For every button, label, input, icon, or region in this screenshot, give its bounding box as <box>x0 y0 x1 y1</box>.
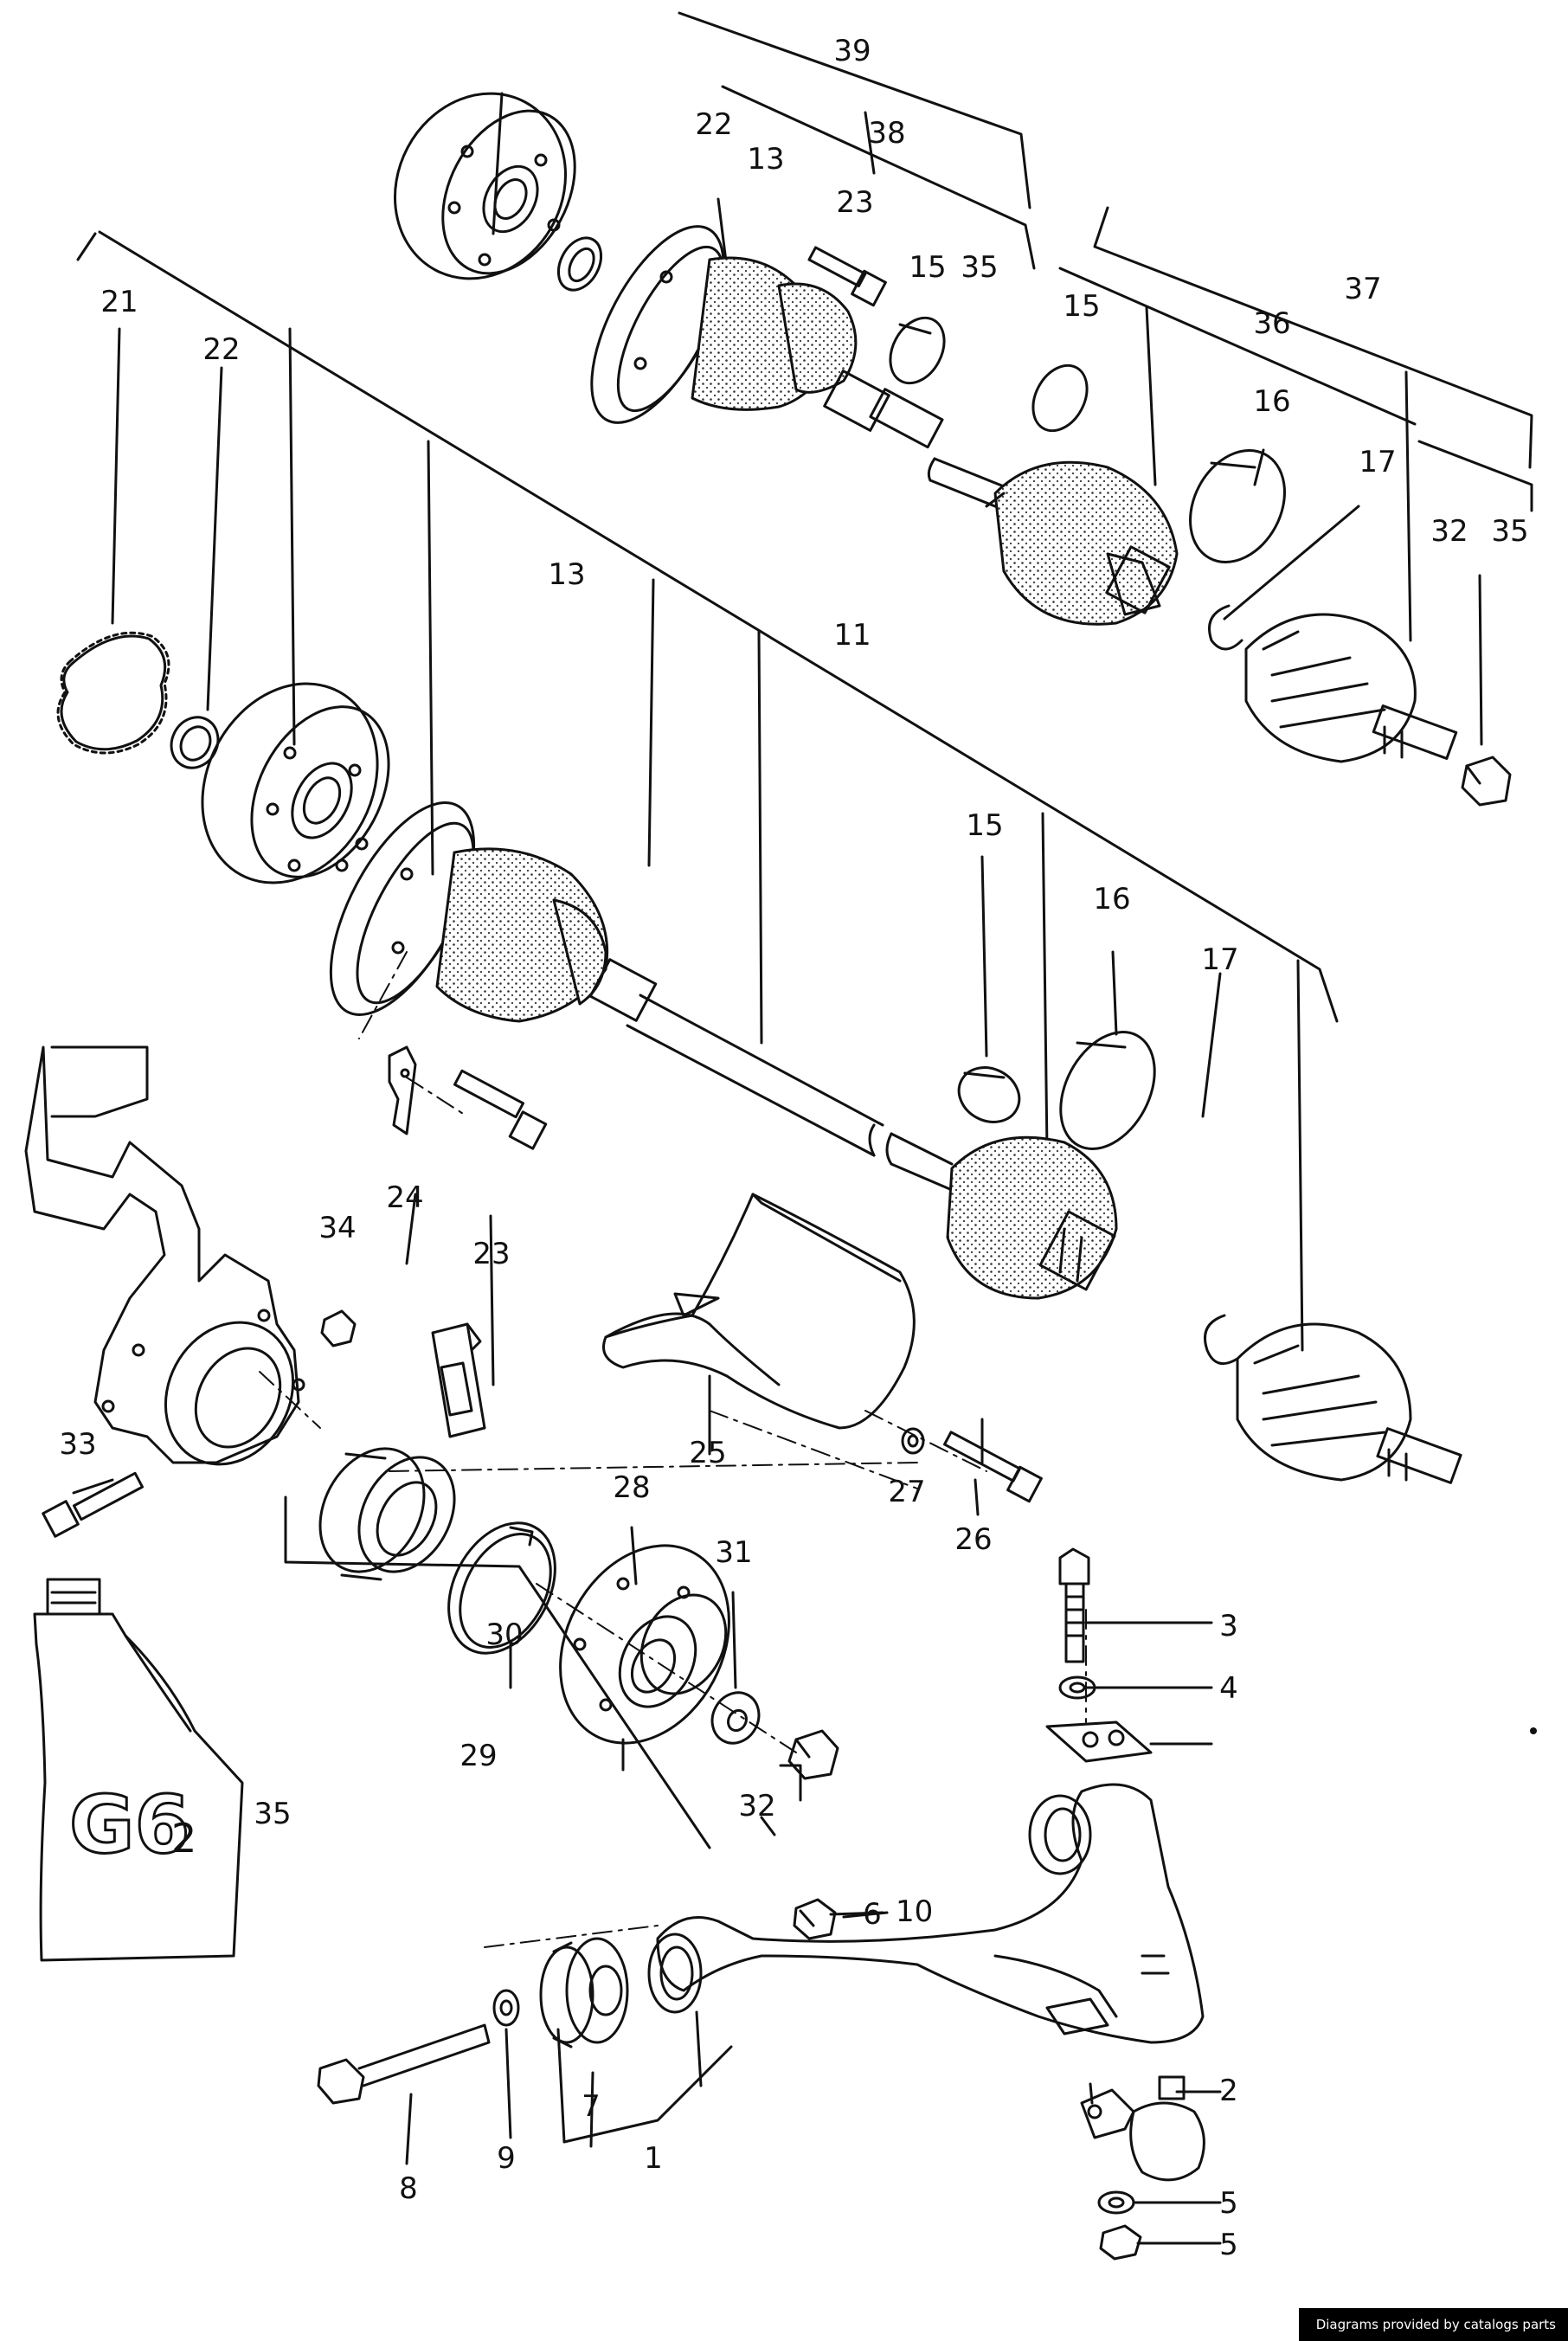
upper-cv-joint-flange <box>393 92 576 280</box>
callout-label: 30 <box>485 1617 523 1652</box>
upper-inner-boot <box>590 225 944 449</box>
callout-label: 6 <box>863 1897 882 1932</box>
grease-tube <box>33 1578 244 1962</box>
callout-label: 23 <box>472 1237 510 1271</box>
upper-outer-joint <box>1244 613 1458 763</box>
upper-bolt-23 <box>807 246 887 307</box>
callout-label: 23 <box>836 185 873 220</box>
gasket-21 <box>56 631 170 755</box>
callout-label: 38 <box>868 116 905 151</box>
dot-mark <box>1530 1727 1537 1734</box>
callout-label: 15 <box>966 808 1003 843</box>
callout-label: 32 <box>1430 514 1468 549</box>
callout-label: 26 <box>954 1522 992 1557</box>
callout-label: 4 <box>1219 1671 1238 1706</box>
callout-label: 5 <box>1219 2186 1238 2221</box>
circlip-17 <box>1204 1314 1239 1366</box>
upper-clamp-15b <box>1031 363 1089 433</box>
grease-sachet <box>431 1322 486 1438</box>
callout-label: 32 <box>738 1789 775 1823</box>
washer-31 <box>710 1691 761 1745</box>
callout-label: 13 <box>747 142 784 177</box>
callout-label: 21 <box>100 285 138 319</box>
nut-10 <box>793 1898 837 1940</box>
plate-3 <box>1045 1720 1153 1763</box>
callout-label: 5 <box>1219 2228 1238 2262</box>
callout-label: 35 <box>961 250 998 285</box>
callout-label: 13 <box>548 557 585 592</box>
wheel-bearing-housing <box>24 1045 305 1466</box>
clamp-16 <box>1059 1031 1156 1150</box>
nut-32 <box>787 1729 839 1780</box>
callout-label: 9 <box>497 2141 516 2176</box>
nut-6 <box>1099 2224 1142 2261</box>
callout-label: 2 <box>1219 2074 1238 2108</box>
clamp-15 <box>957 1066 1021 1123</box>
callout-label: 35 <box>254 1797 291 1831</box>
upper-nut-32 <box>1461 756 1512 807</box>
washer-5-upper <box>1058 1675 1096 1700</box>
callout-label: 25 <box>689 1436 726 1470</box>
callout-label: 29 <box>459 1739 497 1773</box>
outer-joint <box>1236 1322 1462 1484</box>
outer-boot <box>946 1135 1118 1300</box>
callout-label: 11 <box>833 618 871 653</box>
callout-label: 10 <box>896 1894 933 1929</box>
circlip-30 <box>447 1521 556 1655</box>
bearing <box>318 1447 456 1581</box>
callout-label: 17 <box>1359 445 1396 479</box>
upper-circlip-17 <box>1208 604 1243 651</box>
callout-label: 16 <box>1093 882 1130 916</box>
upper-clamp-16 <box>1189 449 1286 563</box>
callout-label: 15 <box>909 250 946 285</box>
callout-label: 17 <box>1201 942 1238 977</box>
inner-boot <box>329 801 658 1023</box>
callout-label: 16 <box>1253 384 1290 419</box>
callout-label: 1 <box>644 2141 663 2176</box>
callout-label: 7 <box>582 2089 601 2124</box>
callout-label: 24 <box>386 1180 423 1215</box>
callout-label: 3 <box>1219 1609 1238 1643</box>
tube-label-sub: 2 <box>171 1815 196 1862</box>
hub-28 <box>559 1544 730 1745</box>
washer-5-lower <box>1097 2190 1135 2215</box>
callout-label: 8 <box>399 2171 418 2206</box>
upper-circlip <box>556 236 603 292</box>
callout-label: 31 <box>715 1535 752 1570</box>
callout-label: 22 <box>695 107 732 142</box>
callout-labels: 39 38 22 13 23 15 35 15 37 36 16 17 32 3… <box>59 34 1528 2262</box>
bolt-23 <box>453 1069 548 1150</box>
ball-joint-2 <box>1080 2075 1205 2182</box>
group-brackets <box>72 11 1533 2245</box>
callout-label: 34 <box>318 1211 356 1245</box>
callout-label: 27 <box>888 1475 925 1509</box>
washer-9 <box>492 1989 520 2027</box>
bolt-8 <box>317 2023 491 2105</box>
lock-plate-24 <box>388 1045 417 1135</box>
tube-label-main: G6 <box>69 1778 190 1871</box>
bolt-26 <box>943 1431 1043 1503</box>
callout-label: 39 <box>833 34 871 68</box>
bolt-4 <box>1058 1547 1090 1663</box>
upper-clamp-15a <box>889 316 946 385</box>
callout-label: 15 <box>1063 289 1100 324</box>
washer-27 <box>901 1427 925 1455</box>
upper-outer-boot <box>985 460 1179 626</box>
bushing-7 <box>539 1937 629 2048</box>
main-shaft <box>626 994 954 1192</box>
nut-34 <box>320 1309 357 1347</box>
callout-label: 28 <box>613 1470 650 1505</box>
callout-label: 35 <box>1491 514 1528 549</box>
bolt-33 <box>42 1471 145 1538</box>
cv-joint-flange <box>201 682 390 884</box>
credit-banner: Diagrams provided by catalogs parts <box>1298 2308 1568 2341</box>
callout-label: 37 <box>1344 272 1381 306</box>
callout-label: 33 <box>59 1427 96 1462</box>
control-arm <box>647 1783 1205 2044</box>
callout-label: 36 <box>1253 306 1290 341</box>
heat-shield-25 <box>602 1193 916 1430</box>
callout-label: 22 <box>202 332 240 367</box>
